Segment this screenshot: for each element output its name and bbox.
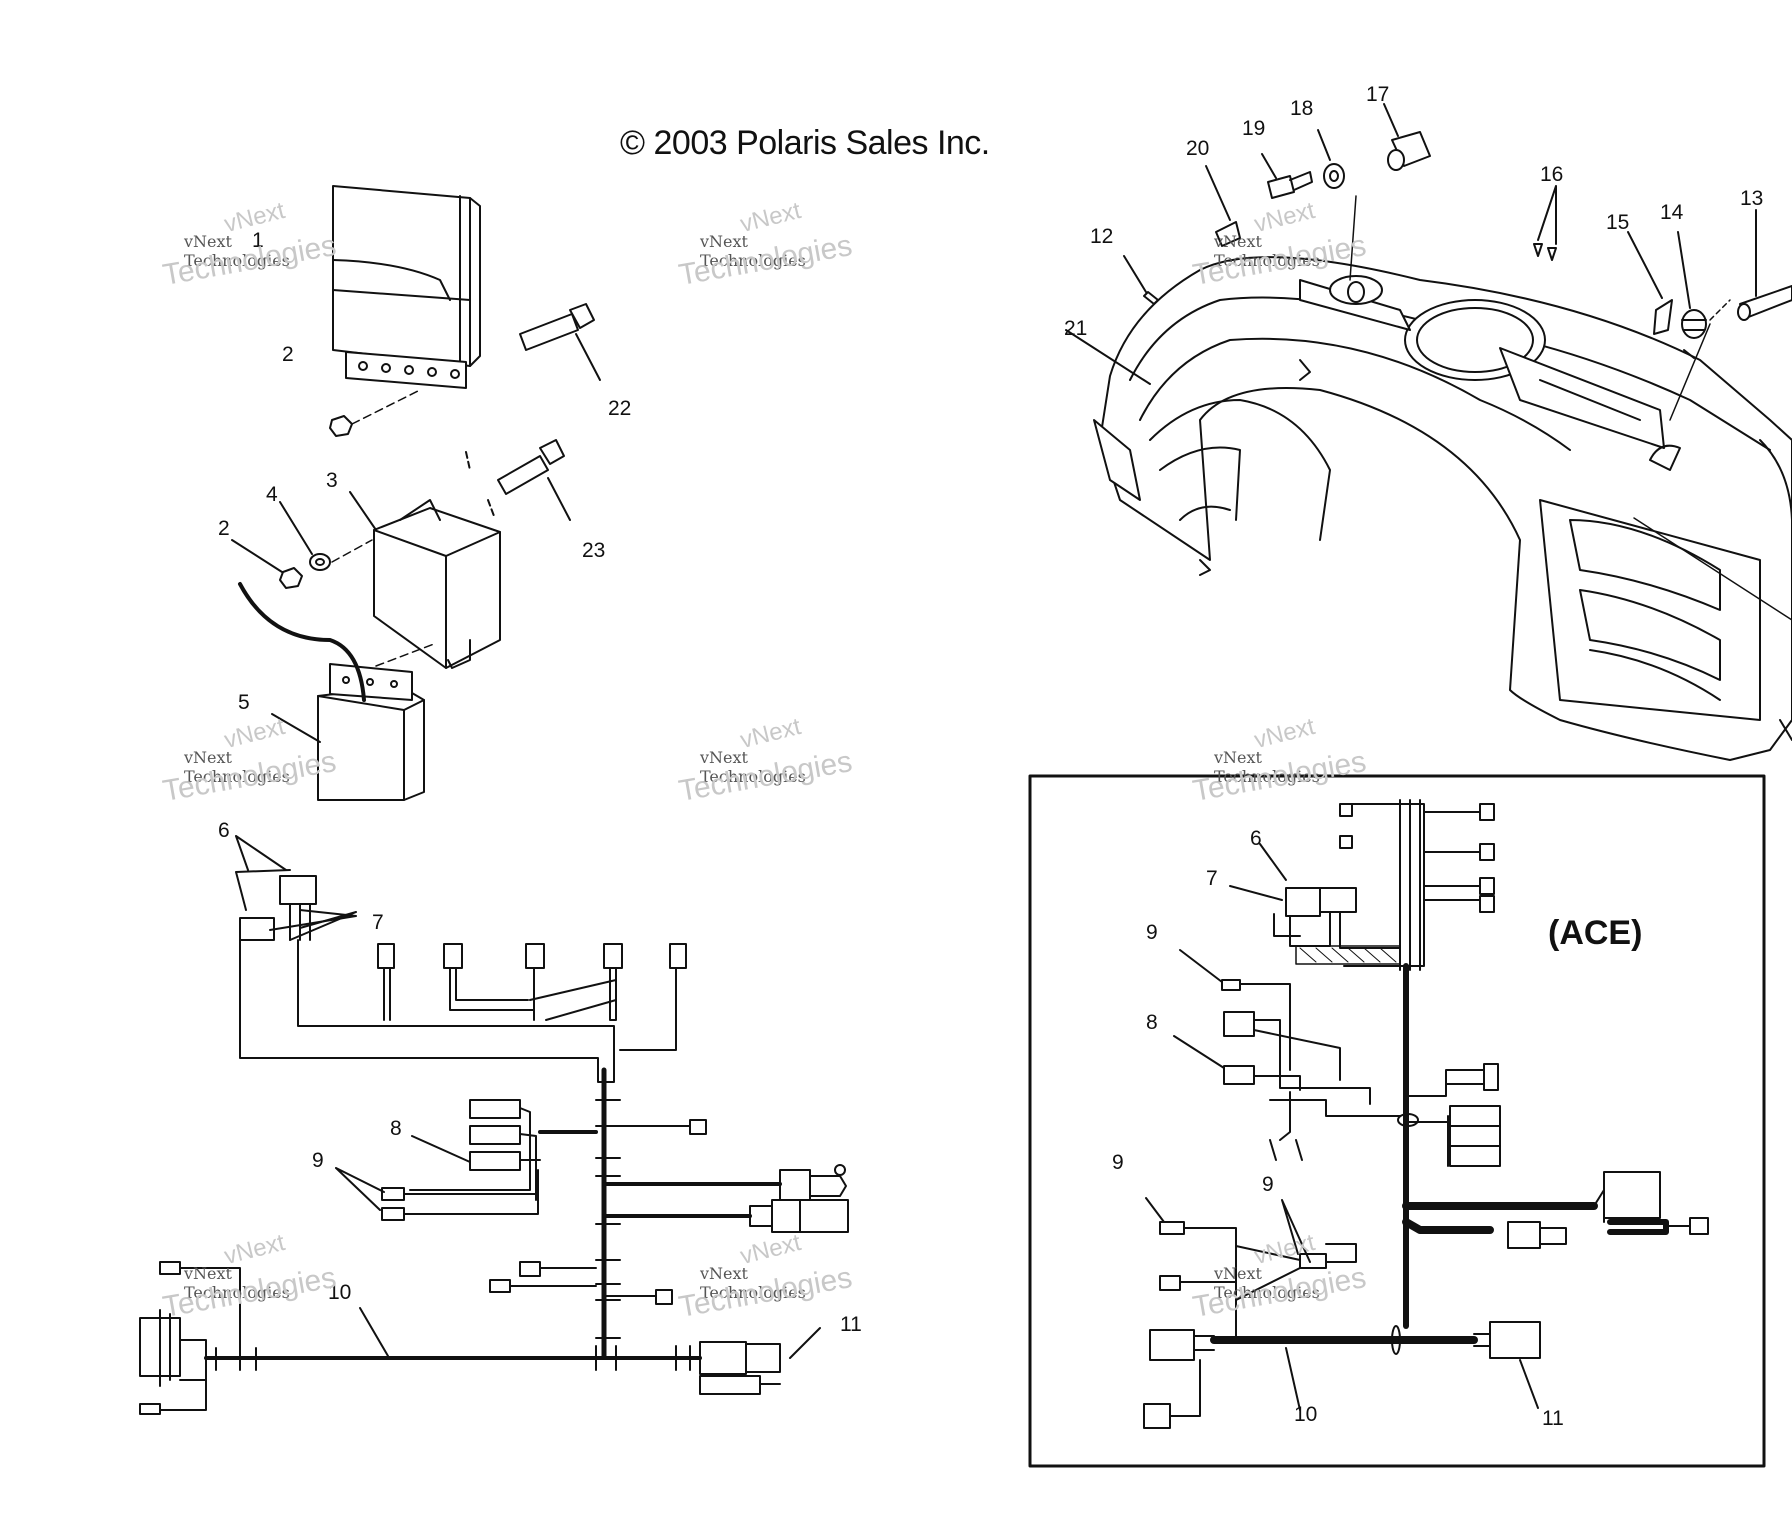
part-1-control-module (332, 185, 481, 389)
callout-5: 5 (238, 691, 250, 714)
part-5-cdi-box (238, 582, 435, 801)
inset-callout-6: 6 (1250, 827, 1262, 850)
callout-2a: 2 (282, 343, 294, 366)
part-23-bolt (465, 439, 571, 521)
callout-7: 7 (372, 911, 384, 934)
copyright-notice: © 2003 Polaris Sales Inc. (620, 124, 990, 162)
inset-callout-9a: 9 (1146, 921, 1158, 944)
callout-16: 16 (1540, 163, 1564, 186)
callout-1: 1 (252, 229, 264, 252)
inset-callout-9c: 9 (1262, 1173, 1274, 1196)
callout-11: 11 (840, 1313, 862, 1336)
inset-callout-9b: 9 (1112, 1151, 1124, 1174)
inset-callout-7: 7 (1206, 867, 1218, 890)
part-22-bolt (519, 303, 601, 381)
inset-callout-11: 11 (1542, 1407, 1564, 1430)
ace-inset-label: (ACE) (1548, 914, 1643, 952)
inset-callout-10: 10 (1294, 1403, 1318, 1426)
callout-8: 8 (390, 1117, 402, 1140)
callout-2b: 2 (218, 517, 230, 540)
callout-12: 12 (1090, 225, 1114, 248)
callout-13: 13 (1740, 187, 1764, 210)
callout-15: 15 (1606, 211, 1630, 234)
callout-6: 6 (218, 819, 230, 842)
callout-4: 4 (266, 483, 278, 506)
part-2-nut-lower (231, 539, 373, 589)
callout-23: 23 (582, 539, 606, 562)
inset-callout-8: 8 (1146, 1011, 1158, 1034)
callout-20: 20 (1186, 137, 1210, 160)
part-3-regulator (349, 491, 501, 669)
callout-18: 18 (1290, 97, 1314, 120)
callout-17: 17 (1366, 83, 1390, 106)
part-4-washer (279, 501, 331, 571)
part-21-dash-panel (1093, 256, 1792, 761)
callout-9: 9 (312, 1149, 324, 1172)
dash-small-parts (1065, 103, 1792, 421)
ace-inset-harness (1028, 774, 1766, 1468)
main-wiring-harness (139, 835, 849, 1415)
callout-14: 14 (1660, 201, 1684, 224)
callout-21: 21 (1064, 317, 1088, 340)
callout-22: 22 (608, 397, 632, 420)
callout-10: 10 (328, 1281, 352, 1304)
callout-3: 3 (326, 469, 338, 492)
part-2-nut (329, 389, 421, 437)
callout-19: 19 (1242, 117, 1266, 140)
